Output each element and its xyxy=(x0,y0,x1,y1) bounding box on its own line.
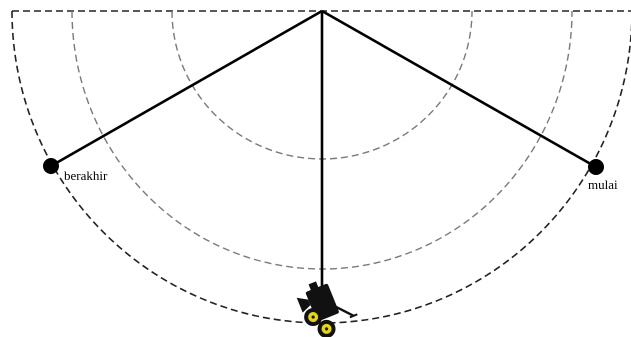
start-point-marker xyxy=(588,159,604,175)
ray-to-start-point xyxy=(322,11,596,167)
ray-to-end-point xyxy=(51,11,322,166)
movie-camera-icon xyxy=(293,272,362,337)
end-point-marker xyxy=(43,158,59,174)
end-point-label: berakhir xyxy=(64,168,108,183)
start-point-label: mulai xyxy=(588,177,618,192)
